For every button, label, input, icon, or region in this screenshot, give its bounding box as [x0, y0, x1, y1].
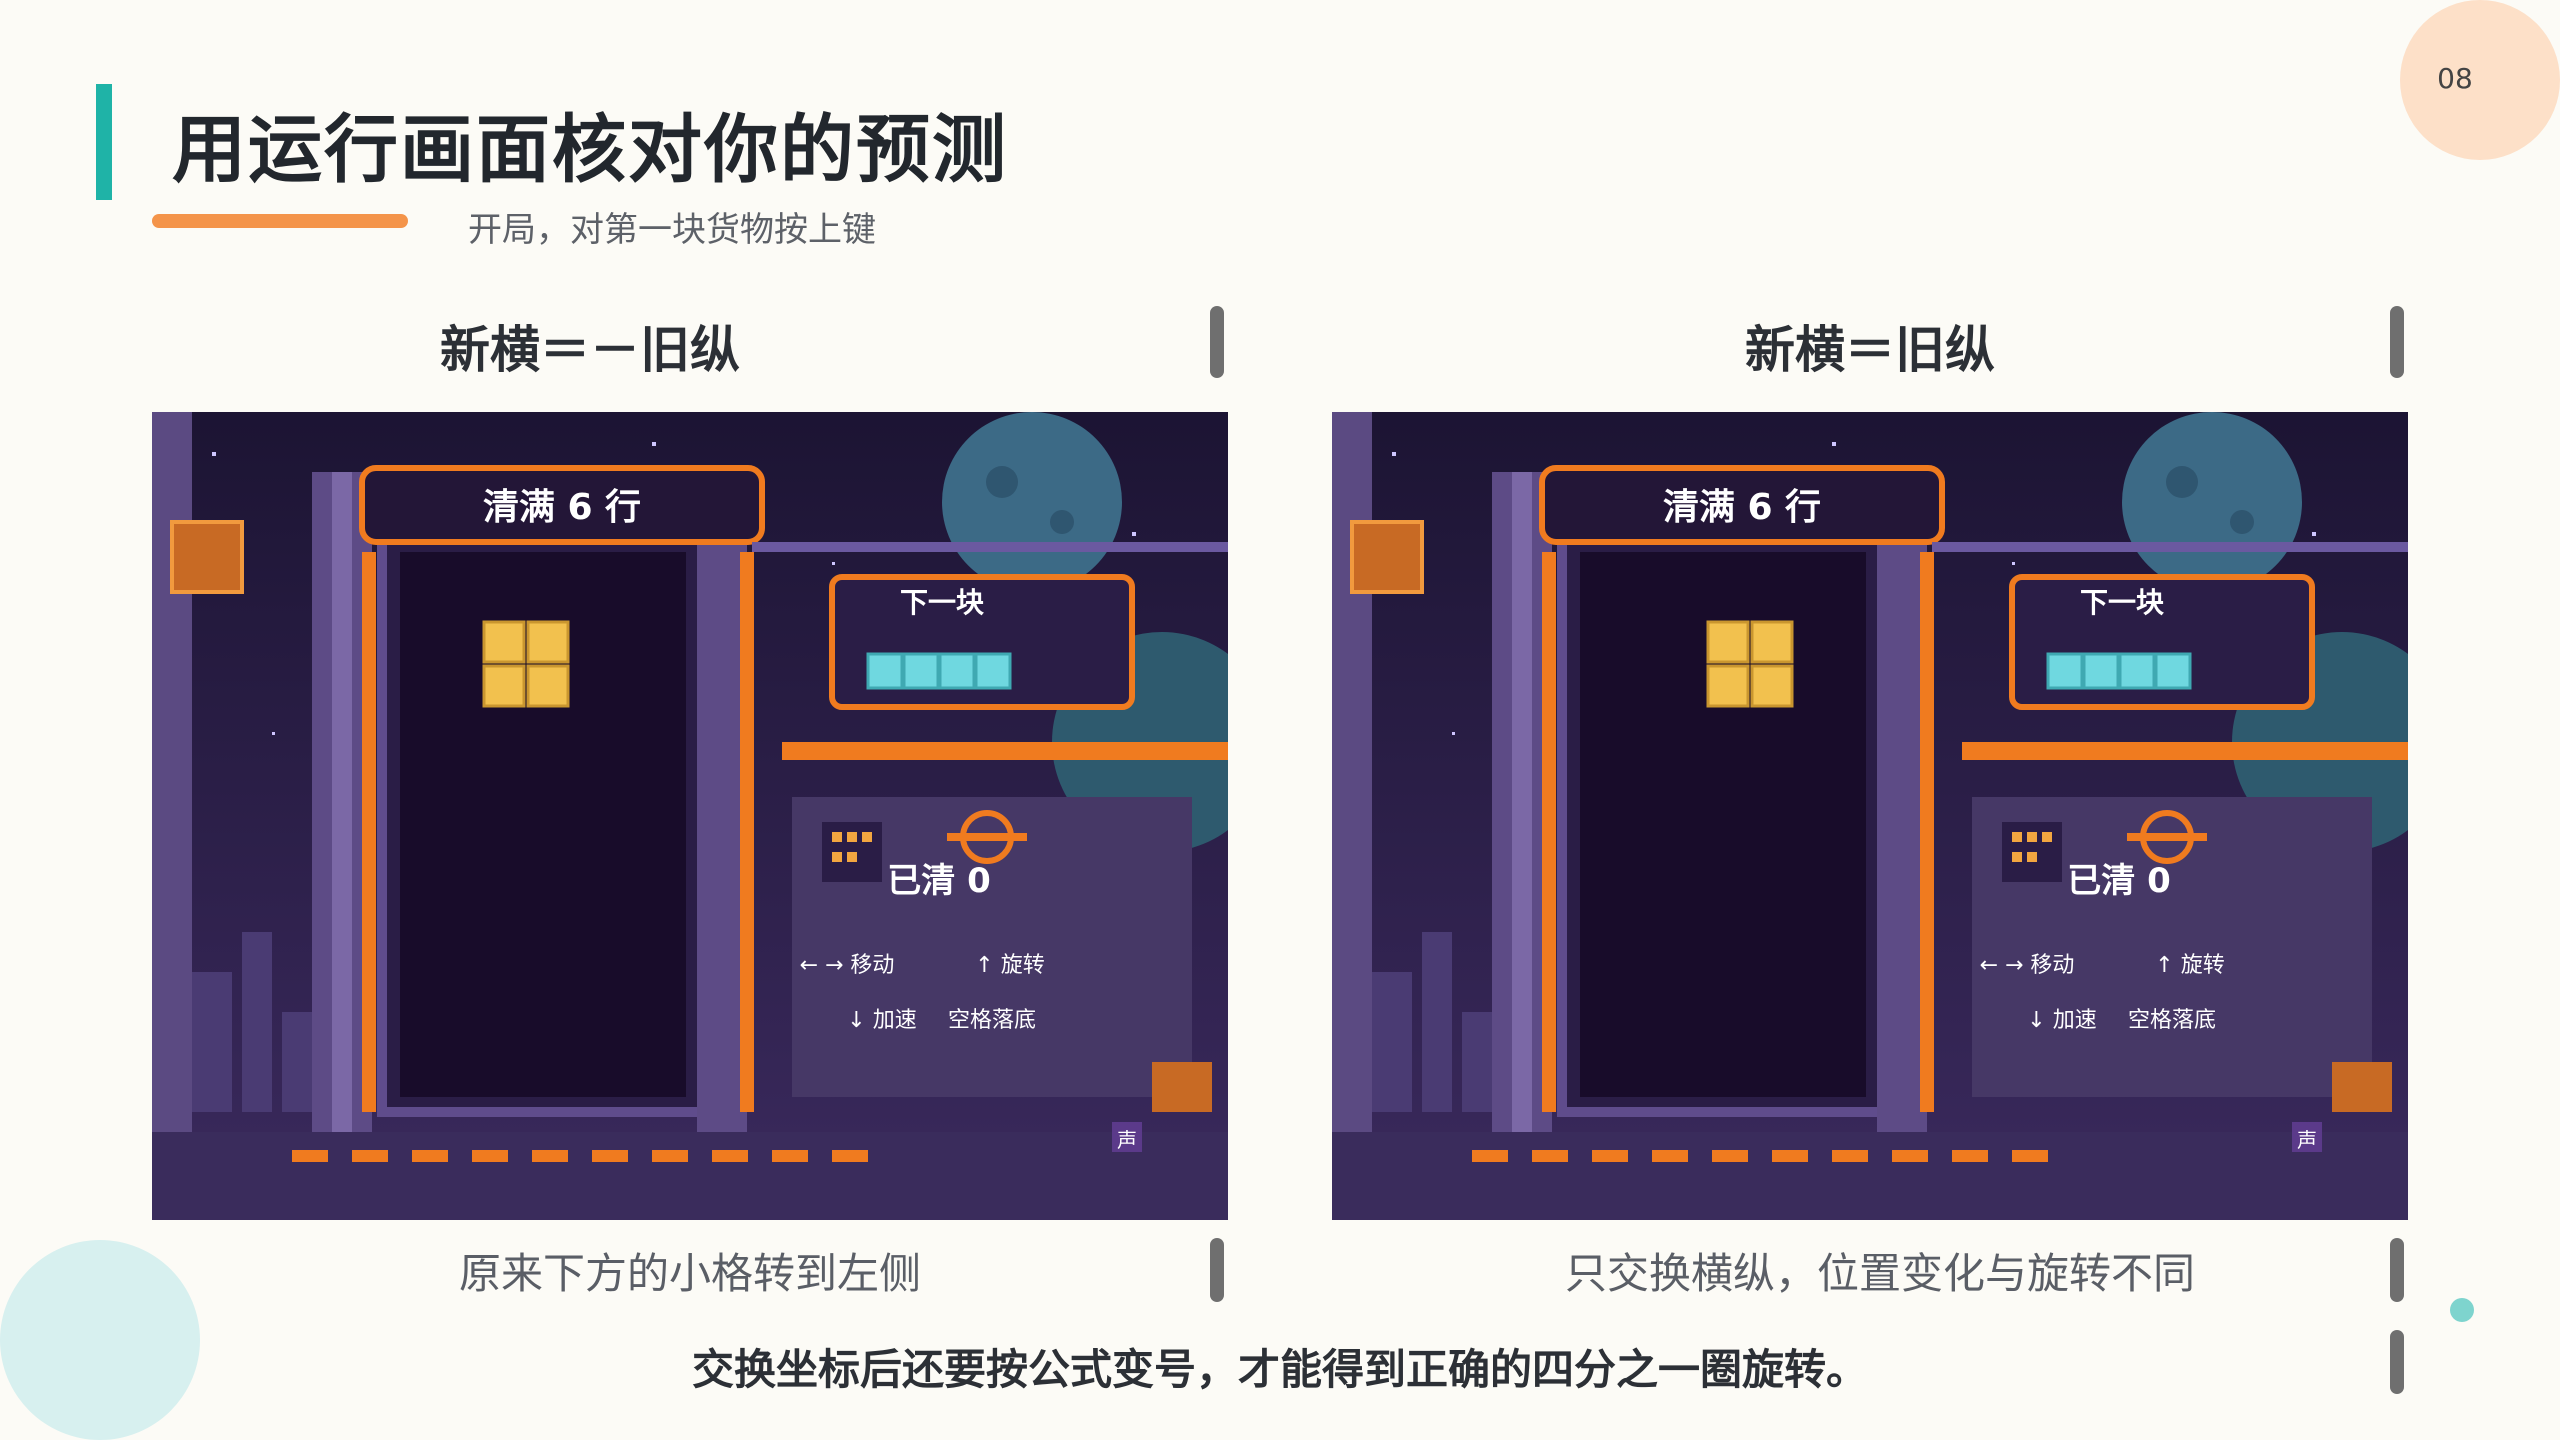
controls-drop: 空格落底: [948, 1008, 1036, 1033]
divider-bar: [2390, 306, 2404, 378]
page-number: 08: [2437, 62, 2473, 95]
slide-title: 用运行画面核对你的预测: [172, 107, 1008, 193]
slide-subtitle: 开局，对第一块货物按上键: [468, 210, 876, 250]
controls-move: ← → 移动: [1980, 953, 2075, 978]
divider-bar: [1210, 1238, 1224, 1302]
left-caption: 原来下方的小格转到左侧: [458, 1249, 921, 1298]
controls-rotate: ↑ 旋转: [975, 953, 1044, 978]
title-accent-bar: [96, 84, 112, 200]
sound-button[interactable]: 声: [1117, 1128, 1137, 1152]
divider-bar: [2390, 1330, 2404, 1394]
controls-rotate: ↑ 旋转: [2155, 953, 2224, 978]
decorative-circle: [0, 1240, 200, 1440]
conclusion-text: 交换坐标后还要按公式变号，才能得到正确的四分之一圈旋转。: [691, 1345, 1868, 1394]
divider-bar: [2390, 1238, 2404, 1302]
sound-button[interactable]: 声: [2297, 1128, 2317, 1152]
decorative-dot: [2450, 1298, 2474, 1322]
next-label: 下一块: [900, 586, 984, 619]
left-heading: 新横＝－旧纵: [440, 321, 740, 379]
controls-drop: 空格落底: [2128, 1008, 2216, 1033]
cleared-label: 已清 0: [2067, 861, 2171, 901]
page-number-circle: [2400, 0, 2560, 160]
right-caption: 只交换横纵，位置变化与旋转不同: [1564, 1249, 2195, 1298]
next-label: 下一块: [2080, 586, 2164, 619]
goal-label: 清满 6 行: [1663, 487, 1821, 528]
goal-label: 清满 6 行: [483, 487, 641, 528]
title-underline: [152, 214, 408, 228]
game-screenshot-right: 清满 6 行 下一块 已清 0 ← → 移动 ↑ 旋转 ↓ 加速 空格落底 声: [1332, 412, 2408, 1220]
right-heading: 新横＝旧纵: [1745, 321, 1995, 379]
divider-bar: [1210, 306, 1224, 378]
controls-move: ← → 移动: [800, 953, 895, 978]
game-screenshot-left: 清满 6 行 下一块 已清 0 ← → 移动 ↑ 旋转 ↓ 加速 空格落底 声: [152, 412, 1228, 1220]
controls-speed: ↓ 加速: [2027, 1008, 2096, 1033]
controls-speed: ↓ 加速: [847, 1008, 916, 1033]
cleared-label: 已清 0: [887, 861, 991, 901]
